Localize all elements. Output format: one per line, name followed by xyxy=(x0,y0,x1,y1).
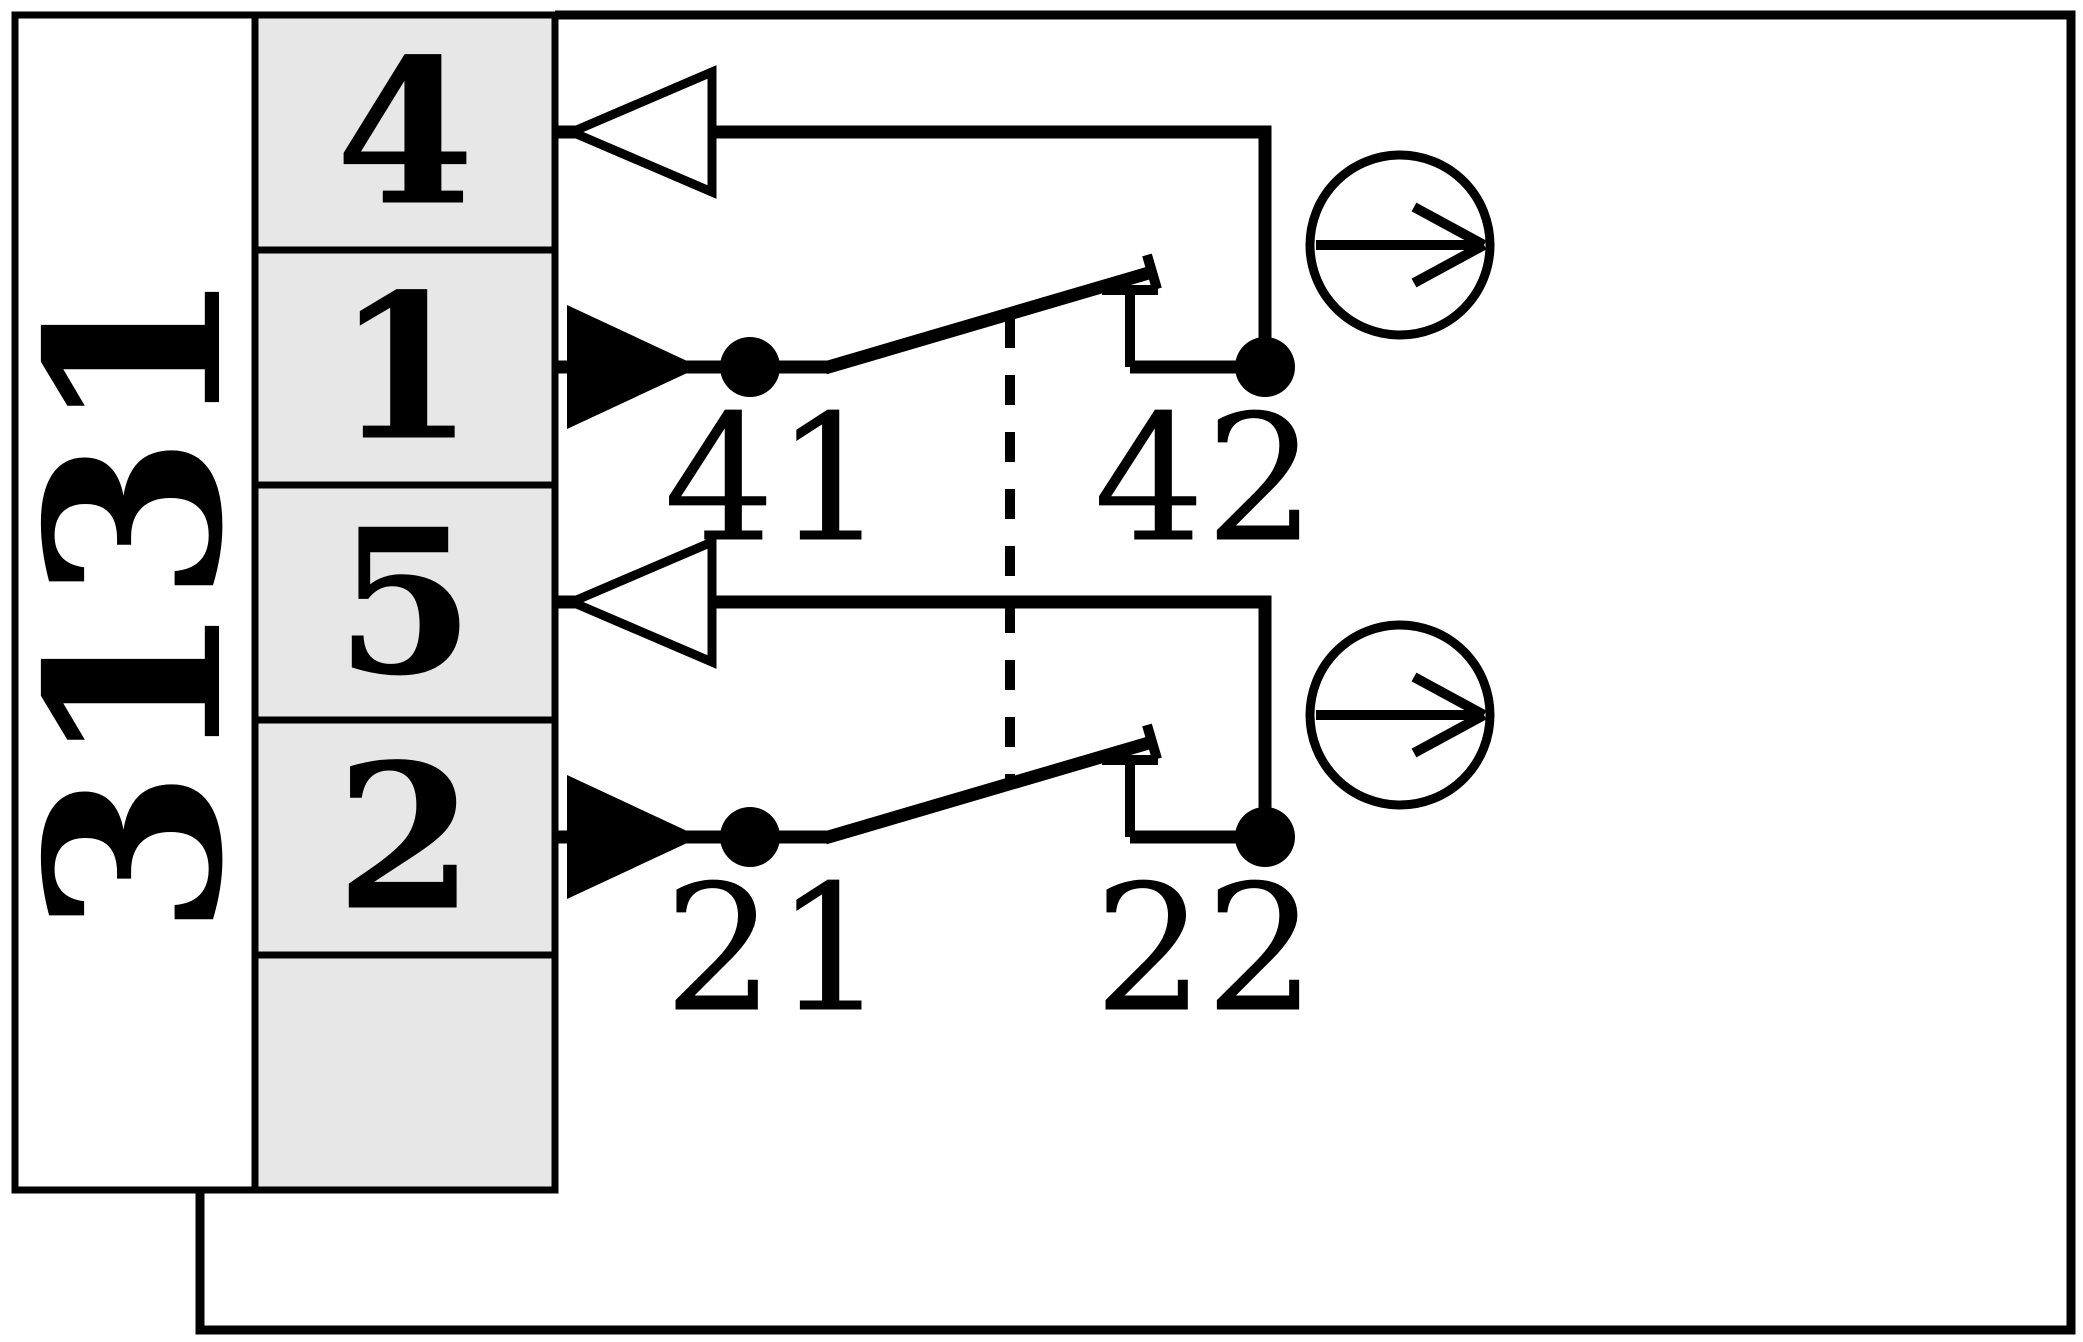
direction-arrow-head xyxy=(1411,672,1487,758)
direction-arrow-head xyxy=(1411,202,1487,288)
contact-21-22-circuit: 21 22 xyxy=(555,535,1495,1052)
pin-label-5: 5 xyxy=(335,486,474,721)
blade-end-tick-bottom xyxy=(1142,723,1162,761)
connector-label: 3131 xyxy=(0,268,276,936)
terminal-22-dot-icon xyxy=(1235,807,1295,867)
terminal-21-dot-icon xyxy=(720,807,780,867)
pin-terminal-column: 4 1 5 2 xyxy=(251,11,559,1194)
actuation-direction-icon-bottom xyxy=(1305,620,1495,810)
pin1-filled-right-arrow-icon xyxy=(567,305,700,429)
pin5-hollow-left-arrow-icon xyxy=(560,535,717,669)
contact-21-22-blade xyxy=(823,735,1154,845)
pin-label-4: 4 xyxy=(335,16,474,251)
terminal-label-42: 42 xyxy=(1094,379,1317,582)
terminal-42-dot-icon xyxy=(1235,337,1295,397)
pin-label-1: 1 xyxy=(335,251,474,486)
terminal-label-21: 21 xyxy=(664,849,887,1052)
pin2-filled-right-arrow-icon xyxy=(567,775,700,899)
connector-block: 3131 xyxy=(0,11,276,1194)
actuation-direction-icon-top xyxy=(1305,150,1495,340)
blade-end-tick-top xyxy=(1142,253,1162,291)
diagram-frame xyxy=(195,10,2076,1335)
terminal-label-22: 22 xyxy=(1094,849,1317,1052)
contact-41-42-blade xyxy=(823,265,1154,375)
pin4-return-wire xyxy=(555,125,1272,367)
contact-41-42-circuit: 41 42 xyxy=(555,65,1495,582)
terminal-41-dot-icon xyxy=(720,337,780,397)
pin5-return-wire xyxy=(555,595,1272,837)
pin4-hollow-left-arrow-icon xyxy=(560,65,717,199)
pin-label-2: 2 xyxy=(335,721,474,956)
pin-box-empty xyxy=(251,951,559,1194)
pin-box-4 xyxy=(251,11,559,254)
